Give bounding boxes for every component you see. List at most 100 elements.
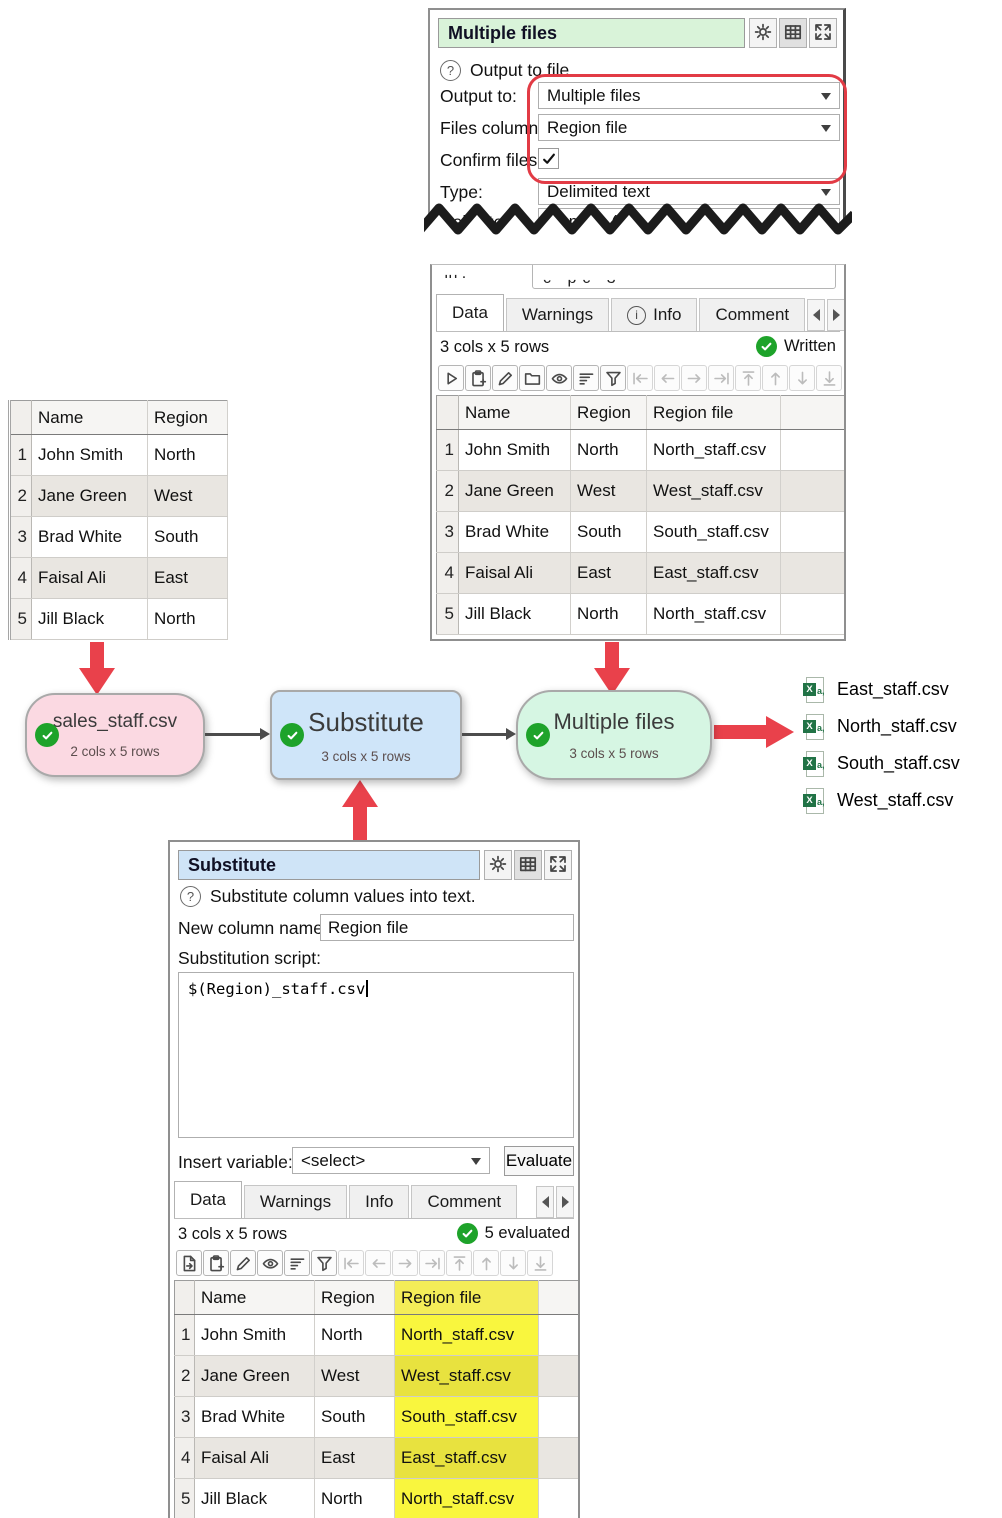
filter-icon-button[interactable] (311, 1250, 337, 1276)
row-number[interactable]: 2 (9, 475, 32, 517)
cell[interactable]: North (570, 429, 647, 471)
table-view-icon-button[interactable] (779, 18, 807, 48)
row-number[interactable]: 4 (9, 557, 32, 599)
confirm-files-checkbox[interactable] (538, 148, 559, 169)
files-column-dropdown[interactable]: Region file (538, 114, 840, 141)
expand-icon-button[interactable] (544, 850, 572, 880)
output-to-dropdown[interactable]: Multiple files (538, 82, 840, 109)
tab-scroll-left-button[interactable] (536, 1186, 554, 1218)
row-number[interactable]: 3 (174, 1396, 195, 1438)
tab-scroll-right-button[interactable] (556, 1186, 574, 1218)
cell[interactable]: West (570, 470, 647, 512)
row-number[interactable]: 3 (436, 511, 459, 553)
cell[interactable]: Faisal Ali (194, 1437, 315, 1479)
cell[interactable]: North_staff.csv (394, 1478, 539, 1518)
row-number[interactable]: 1 (436, 429, 459, 471)
cell[interactable]: South (314, 1396, 395, 1438)
cell[interactable]: Jill Black (458, 593, 571, 635)
cell[interactable]: South_staff.csv (646, 511, 781, 553)
column-header[interactable]: Region (147, 400, 228, 435)
cell[interactable]: North (314, 1314, 395, 1356)
cell[interactable]: Jane Green (194, 1355, 315, 1397)
filter-icon-button[interactable] (600, 365, 626, 391)
row-number[interactable]: 5 (9, 598, 32, 640)
cell[interactable]: Brad White (458, 511, 571, 553)
sort-icon-button[interactable] (573, 365, 599, 391)
cell[interactable]: North (570, 593, 647, 635)
cell[interactable]: Jane Green (31, 475, 148, 517)
cell[interactable]: Faisal Ali (31, 557, 148, 599)
eye-icon-button[interactable] (546, 365, 572, 391)
cell[interactable]: West_staff.csv (646, 470, 781, 512)
cell[interactable]: East_staff.csv (394, 1437, 539, 1479)
cell[interactable]: East (147, 557, 228, 599)
row-number[interactable]: 4 (436, 552, 459, 594)
cell[interactable]: South_staff.csv (394, 1396, 539, 1438)
doc-new-icon-button[interactable] (176, 1250, 202, 1276)
gear-icon-button[interactable] (484, 850, 512, 880)
tab-scroll-right-button[interactable] (827, 299, 844, 331)
cell[interactable]: North (147, 434, 228, 476)
folder-icon-button[interactable] (519, 365, 545, 391)
substitution-script-textarea[interactable]: $(Region)_staff.csv (178, 972, 574, 1138)
table-view-icon-button[interactable] (514, 850, 542, 880)
tab-info[interactable]: Info (349, 1185, 410, 1218)
cell[interactable]: North_staff.csv (646, 593, 781, 635)
row-number[interactable]: 1 (174, 1314, 195, 1356)
row-number[interactable]: 5 (174, 1478, 195, 1518)
cell[interactable]: North_staff.csv (394, 1314, 539, 1356)
row-number[interactable]: 2 (436, 470, 459, 512)
expand-icon-button[interactable] (809, 18, 837, 48)
evaluate-button[interactable]: Evaluate (504, 1146, 574, 1176)
insert-variable-dropdown[interactable]: <select> (292, 1147, 490, 1174)
tab-warnings[interactable]: Warnings (243, 1185, 348, 1218)
pencil-icon-button[interactable] (492, 365, 518, 391)
cell[interactable]: East (570, 552, 647, 594)
tab-data[interactable]: Data (174, 1181, 242, 1218)
tab-comment[interactable]: Comment (411, 1185, 518, 1218)
paste-icon-button[interactable] (465, 365, 491, 391)
cell[interactable]: John Smith (194, 1314, 315, 1356)
cell[interactable]: East_staff.csv (646, 552, 781, 594)
play-icon-button[interactable] (438, 365, 464, 391)
column-header[interactable]: Region file (394, 1280, 539, 1315)
cell[interactable]: Jill Black (31, 598, 148, 640)
node-multiple-files[interactable]: Multiple files 3 cols x 5 rows (516, 690, 712, 780)
tab-comment[interactable]: Comment (699, 298, 806, 331)
column-header[interactable]: Region (570, 395, 647, 430)
row-number[interactable]: 4 (174, 1437, 195, 1479)
cell[interactable]: West_staff.csv (394, 1355, 539, 1397)
cell[interactable]: John Smith (31, 434, 148, 476)
paste-icon-button[interactable] (203, 1250, 229, 1276)
tab-scroll-left-button[interactable] (807, 299, 826, 331)
cell[interactable]: Jill Black (194, 1478, 315, 1518)
new-column-input[interactable]: Region file (320, 914, 574, 941)
cell[interactable]: West (314, 1355, 395, 1397)
row-number[interactable]: 1 (9, 434, 32, 476)
eye-icon-button[interactable] (257, 1250, 283, 1276)
cell[interactable]: Jane Green (458, 470, 571, 512)
gear-icon-button[interactable] (749, 18, 777, 48)
column-header[interactable]: Name (31, 400, 148, 435)
row-number[interactable]: 3 (9, 516, 32, 558)
column-header[interactable]: Region (314, 1280, 395, 1315)
node-substitute[interactable]: Substitute 3 cols x 5 rows (270, 690, 462, 780)
tab-warnings[interactable]: Warnings (505, 298, 610, 331)
cell[interactable]: Brad White (194, 1396, 315, 1438)
cell[interactable]: John Smith (458, 429, 571, 471)
cell[interactable]: South (570, 511, 647, 553)
column-header[interactable]: Name (194, 1280, 315, 1315)
cell[interactable]: North (147, 598, 228, 640)
cell[interactable]: North (314, 1478, 395, 1518)
cell[interactable]: East (314, 1437, 395, 1479)
cell[interactable]: Brad White (31, 516, 148, 558)
row-number[interactable]: 2 (174, 1355, 195, 1397)
cell[interactable]: North_staff.csv (646, 429, 781, 471)
cell[interactable]: Faisal Ali (458, 552, 571, 594)
cell[interactable]: South (147, 516, 228, 558)
node-sales-staff-csv[interactable]: sales_staff.csv 2 cols x 5 rows (25, 693, 205, 777)
sort-icon-button[interactable] (284, 1250, 310, 1276)
column-header[interactable]: Name (458, 395, 571, 430)
row-number[interactable]: 5 (436, 593, 459, 635)
